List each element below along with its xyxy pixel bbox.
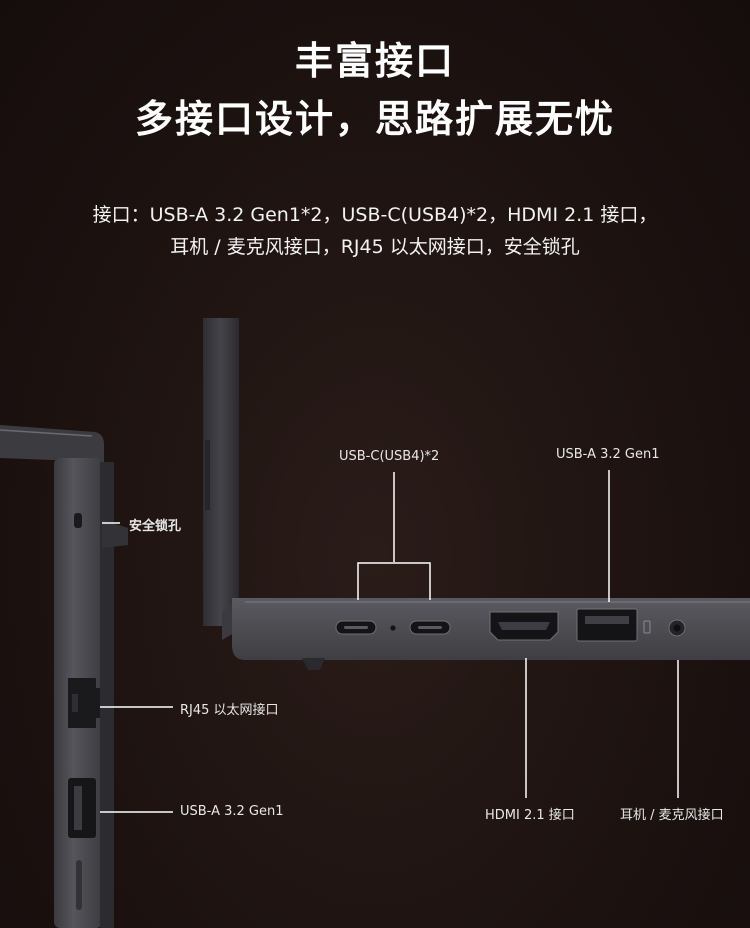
usb-a-left-label: USB-A 3.2 Gen1	[180, 804, 284, 819]
callout-lines	[100, 470, 679, 813]
usb-a-right-label: USB-A 3.2 Gen1	[556, 447, 660, 462]
battery-icon	[643, 620, 651, 634]
audio-jack-label: 耳机 / 麦克风接口	[620, 808, 724, 823]
left-hinge-foot	[102, 520, 128, 548]
indicator-led-icon	[390, 625, 396, 631]
lock-slot-label: 安全锁孔	[129, 519, 182, 534]
laptop-foot	[302, 658, 325, 670]
usb-c-label: USB-C(USB4)*2	[339, 449, 440, 464]
page-subtitle: 多接口设计，思路扩展无忧	[134, 97, 615, 141]
right-laptop-side	[203, 318, 750, 670]
usb-a-port-right-icon	[576, 608, 638, 642]
page-title: 丰富接口	[294, 39, 455, 83]
ports-description-line1: 接口：USB-A 3.2 Gen1*2，USB-C(USB4)*2，HDMI 2…	[92, 204, 658, 226]
left-laptop-side	[0, 425, 128, 928]
rj45-port-icon	[68, 678, 100, 728]
ports-description-line2: 耳机 / 麦克风接口，RJ45 以太网接口，安全锁孔	[170, 236, 580, 258]
rj45-label: RJ45 以太网接口	[180, 703, 279, 718]
lock-slot-icon	[74, 513, 82, 528]
hdmi-label: HDMI 2.1 接口	[485, 808, 575, 823]
left-lid-top	[0, 425, 104, 462]
